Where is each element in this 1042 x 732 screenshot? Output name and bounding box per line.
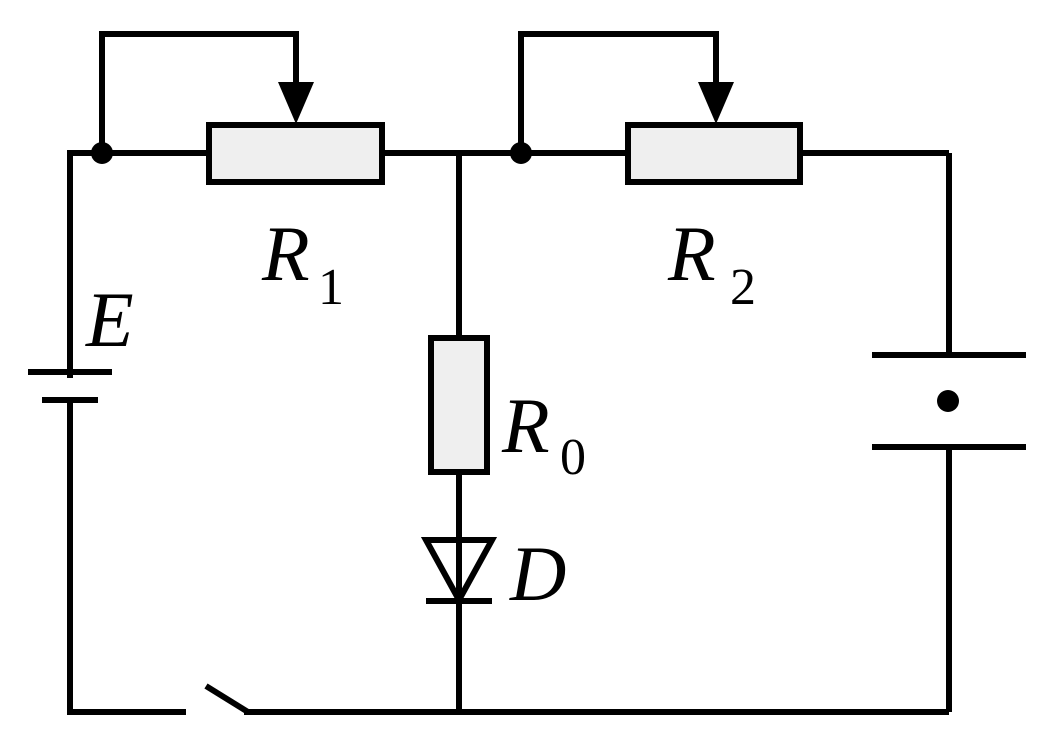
- resistor-r0[interactable]: [428, 335, 490, 475]
- r2-slider-wire: [518, 31, 719, 153]
- label-r1-subscript: 1: [318, 259, 344, 316]
- label-r2-subscript: 2: [730, 259, 756, 316]
- rheostat-r1[interactable]: [91, 31, 385, 185]
- label-d: D: [509, 530, 566, 617]
- label-r0-subscript: 0: [560, 429, 586, 486]
- capacitor-dot: [937, 390, 959, 412]
- diode-d: [420, 537, 498, 607]
- r2-slider-arrow[interactable]: [698, 82, 734, 124]
- right-branch: [872, 153, 1026, 712]
- resistor-r2-body[interactable]: [625, 122, 803, 185]
- label-r0: R: [501, 382, 550, 469]
- label-e: E: [85, 276, 134, 363]
- resistor-r1-body[interactable]: [206, 122, 385, 185]
- r1-slider-arrow[interactable]: [278, 82, 314, 124]
- r2-junction-dot: [510, 142, 532, 164]
- label-r1: R: [261, 210, 310, 297]
- rheostat-r2[interactable]: [510, 31, 803, 185]
- label-r2: R: [667, 210, 716, 297]
- r1-junction-dot: [91, 142, 113, 164]
- left-branch-wire: [67, 150, 210, 715]
- r1-slider-wire: [99, 31, 299, 153]
- capacitor: [872, 352, 1026, 450]
- battery-e: [28, 369, 112, 403]
- middle-branch: [420, 153, 498, 712]
- switch[interactable]: [204, 683, 250, 715]
